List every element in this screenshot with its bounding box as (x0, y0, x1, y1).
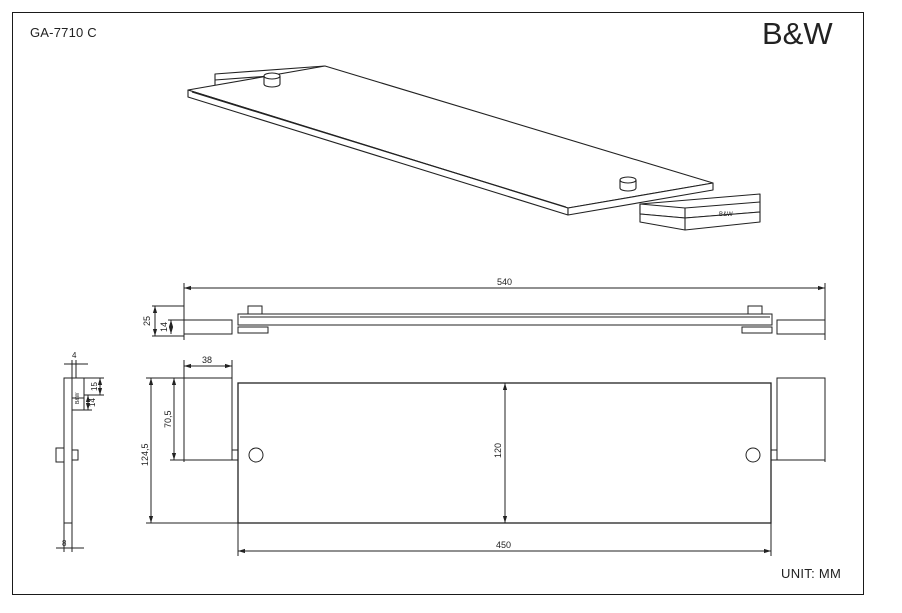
plan-hole-right (745, 447, 761, 463)
plan-right-bracket (776, 377, 826, 461)
end-plate (63, 377, 73, 524)
plan-left-bracket (183, 377, 233, 461)
dim-side-thickness: 8 (62, 539, 67, 548)
unit-label: UNIT: MM (781, 566, 842, 581)
end-bracket (71, 377, 85, 411)
elevation-view: 540 25 14 (142, 277, 826, 340)
iso-standoff-rear (263, 72, 281, 88)
dim-bracket-span: 70,5 (163, 410, 173, 428)
dim-total-height: 25 (142, 316, 152, 326)
dim-side-top: 4 (72, 351, 77, 360)
dim-plate-width: 120 (493, 443, 503, 458)
dim-overall-length: 540 (497, 277, 512, 287)
end-plate-mark: B&W (75, 392, 81, 404)
dim-bracket-depth: 38 (202, 355, 212, 365)
iso-plate (187, 65, 714, 216)
isometric-view: B&W (187, 65, 761, 231)
dim-side-b: 14 (88, 398, 97, 407)
elev-right-bracket (776, 319, 826, 335)
plan-view: 120 38 70,5 124,5 450 (140, 355, 826, 556)
dim-overall-width: 124,5 (140, 443, 150, 466)
plan-hole-left (248, 447, 264, 463)
elev-plate (237, 313, 773, 326)
dim-side-a: 15 (90, 382, 99, 391)
iso-right-bracket (639, 193, 761, 231)
dim-bracket-height: 14 (159, 322, 169, 332)
iso-plate-mark: B&W (719, 212, 733, 218)
model-code: GA-7710 C (30, 25, 97, 40)
drawing-frame (12, 12, 864, 595)
brand-logo: B&W (762, 16, 833, 51)
elev-left-bracket (183, 319, 233, 335)
iso-standoff-front (619, 176, 637, 192)
dim-plate-length: 450 (496, 540, 511, 550)
end-view: B&W 4 15 14 8 (55, 351, 104, 552)
